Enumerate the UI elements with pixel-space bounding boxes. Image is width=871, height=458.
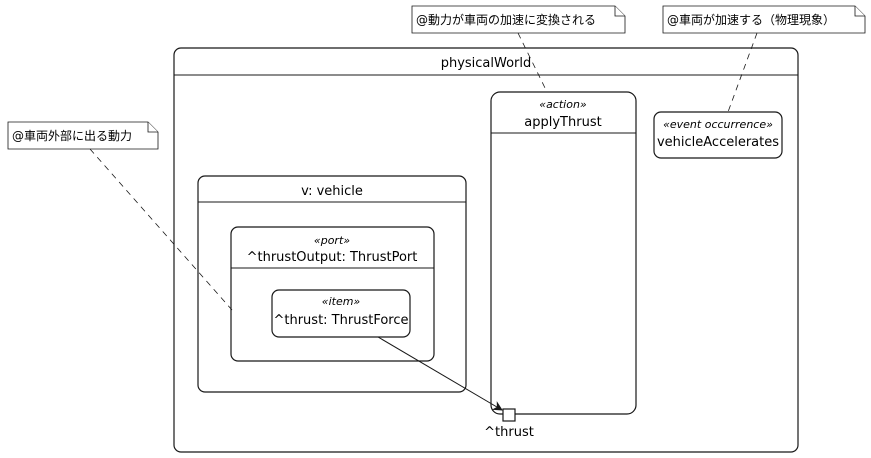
note-vehicle-accelerates-connector <box>727 32 758 113</box>
event-stereotype: «event occurrence» <box>663 118 773 131</box>
note-vehicle-output-text: @車両外部に出る動力 <box>12 128 132 143</box>
port-stereotype: «port» <box>314 234 350 247</box>
thrust-pin-label: ^thrust <box>484 425 534 440</box>
action-title: applyThrust <box>524 115 601 130</box>
note-apply-thrust[interactable]: @動力が車両の加速に変換される <box>411 5 626 34</box>
apply-thrust-action[interactable]: «action» applyThrust <box>490 91 637 415</box>
event-title: vehicleAccelerates <box>657 135 779 150</box>
item-flow-arrow <box>377 336 503 411</box>
note-vehicle-output-connector <box>89 148 233 311</box>
thrust-item[interactable]: «item» ^thrust: ThrustForce <box>271 289 411 338</box>
note-vehicle-output[interactable]: @車両外部に出る動力 <box>7 121 159 150</box>
physical-world-title: physicalWorld <box>441 56 532 71</box>
note-vehicle-accelerates-text: @車両が加速する（物理現象） <box>667 12 835 27</box>
item-title: ^thrust: ThrustForce <box>273 313 408 328</box>
vehicle-accelerates-event[interactable]: «event occurrence» vehicleAccelerates <box>653 111 783 159</box>
action-stereotype: «action» <box>539 98 587 111</box>
note-vehicle-accelerates[interactable]: @車両が加速する（物理現象） <box>662 5 866 34</box>
item-stereotype: «item» <box>322 295 361 308</box>
note-apply-thrust-text: @動力が車両の加速に変換される <box>416 12 596 27</box>
vehicle-title: v: vehicle <box>301 184 363 199</box>
port-title: ^thrustOutput: ThrustPort <box>247 250 418 265</box>
thrust-pin[interactable]: ^thrust <box>484 408 534 440</box>
